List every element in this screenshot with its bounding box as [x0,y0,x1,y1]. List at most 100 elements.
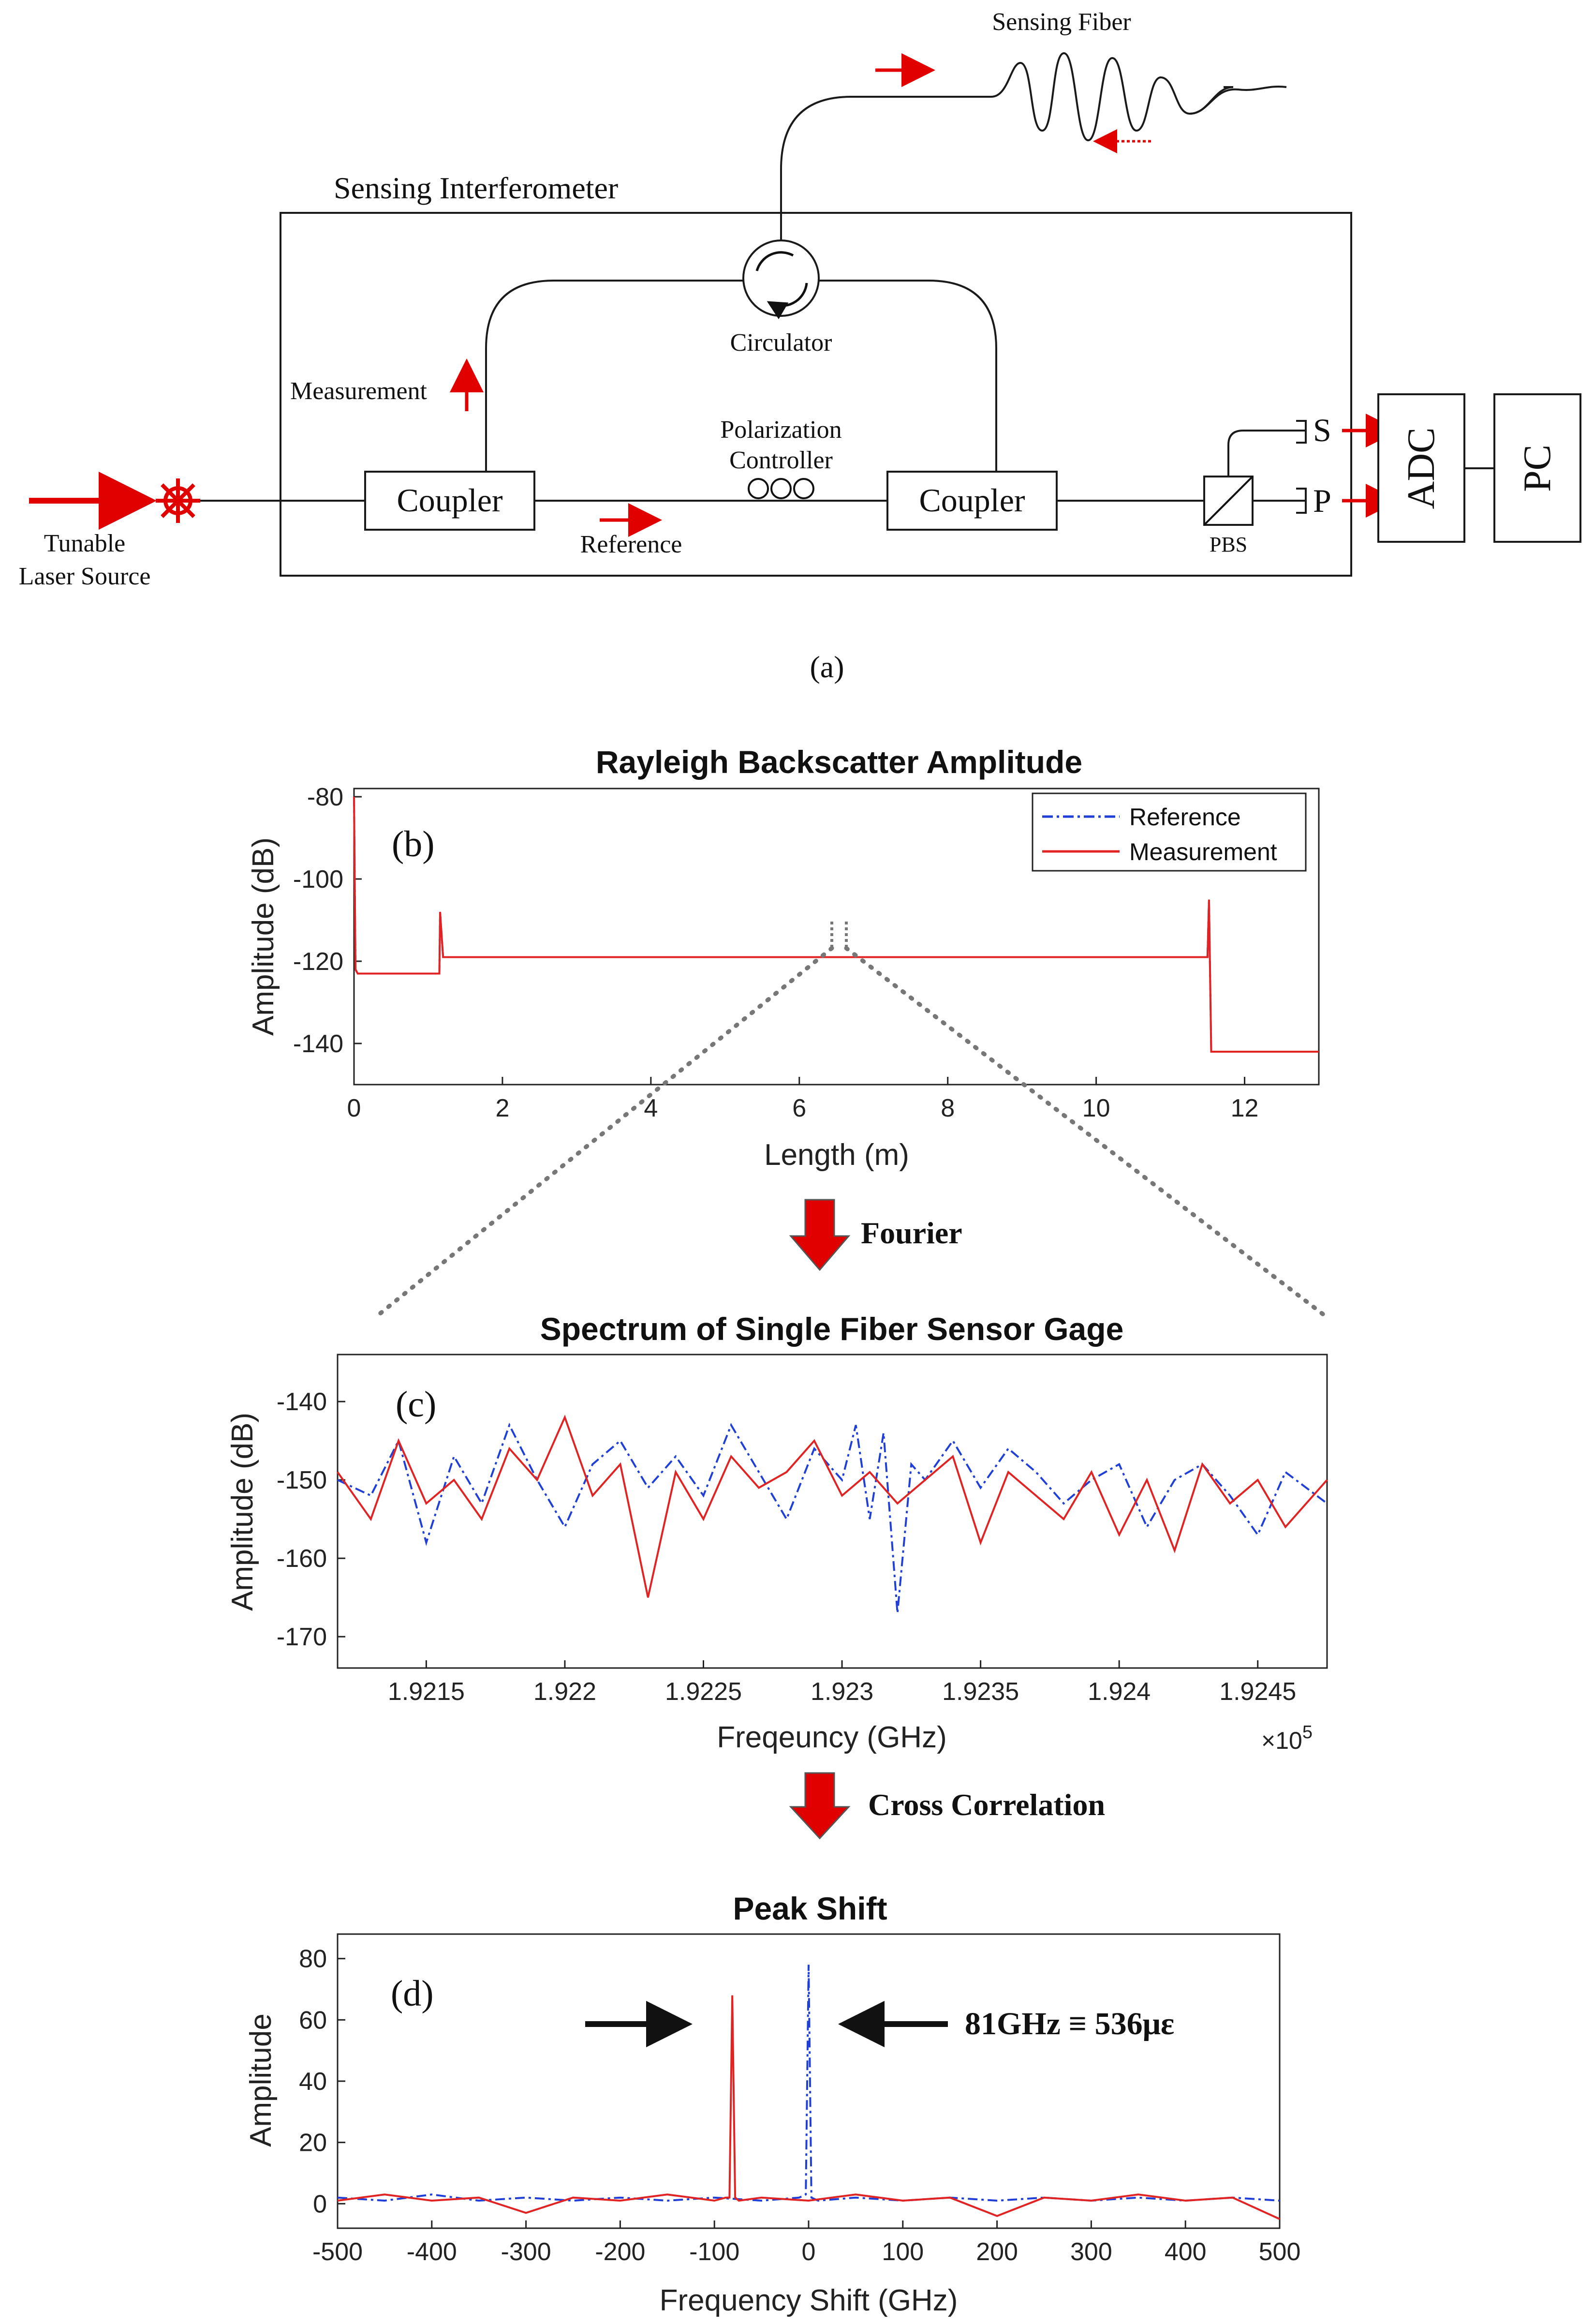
chart-b-xtick-label: 12 [1231,1094,1259,1122]
chart-c-axes [337,1354,1328,1669]
legend-reference-label: Reference [1129,804,1241,831]
sensing-fiber-tail [1189,86,1287,115]
chart-c-xtick-label: 1.9245 [1219,1678,1296,1706]
chart-c-ytick-label: -170 [277,1623,327,1651]
polarization-label-line1: Polarization [720,416,841,444]
chart-c-ytick-label: -160 [277,1545,327,1573]
chart-b-series-solid [353,796,1319,1053]
coupler-right-label: Coupler [919,482,1025,519]
circulator-label: Circulator [730,329,832,357]
s-port-label: S [1313,412,1331,448]
chart-c-xtick-label: 1.9215 [388,1678,465,1706]
pbs-label: PBS [1210,533,1247,556]
coupler-right [886,471,1058,531]
panel-label-a: (a) [810,650,844,684]
chart-d-xtick-label: 200 [976,2238,1018,2266]
chart-d-xtick-label: 0 [802,2238,816,2266]
setup-diagram: Sensing Interferometer Tunable Laser Sou… [19,8,1581,684]
chart-d-title: Peak Shift [733,1891,887,1926]
chart-d-ytick-label: 40 [299,2068,327,2096]
chart-b-legend: Reference Measurement [1032,792,1307,872]
chart-c-series-dashdot [337,1422,1328,1613]
s-bracket [1296,420,1307,444]
chart-b-xtick-label: 2 [495,1094,509,1122]
chart-c: Spectrum of Single Fiber Sensor Gage 1.9… [226,1311,1328,1754]
cross-correlation-step: Cross Correlation [789,1772,1105,1840]
laser-label-line1: Tunable [44,530,126,557]
chart-b-xlabel: Length (m) [764,1138,909,1172]
chart-d-ytick-label: 0 [313,2190,327,2218]
measurement-arm [485,280,750,472]
chart-c-plot [337,1415,1328,1613]
coupler-left-label: Coupler [397,482,502,519]
laser-label-line2: Laser Source [19,563,151,590]
chart-d-ytick-label: 60 [299,2006,327,2034]
chart-d-ytick-label: 20 [299,2129,327,2157]
chart-b-xtick-label: 4 [644,1094,658,1122]
chart-c-xtick-label: 1.922 [533,1678,596,1706]
polarization-controller-icon [748,478,814,499]
chart-d-xtick-label: -400 [407,2238,457,2266]
pbs-diagonal [1203,476,1254,526]
chart-d-xtick-label: 300 [1070,2238,1112,2266]
cross-correlation-label: Cross Correlation [868,1788,1105,1822]
chart-b-xtick-label: 10 [1082,1094,1110,1122]
chart-b-xtick-label: 8 [941,1094,955,1122]
polarization-label-line2: Controller [729,447,833,474]
coupler-left [364,471,535,531]
chart-c-ytick-label: -140 [277,1388,327,1416]
fourier-arrow-icon [789,1199,851,1271]
chart-c-ytick-label: -150 [277,1466,327,1494]
laser-source-icon [156,478,200,523]
chart-c-xlabel: Freqeuncy (GHz) [717,1721,946,1754]
panel-label-b: (b) [392,824,435,864]
panel-label-c: (c) [396,1384,436,1425]
chart-c-series-solid [337,1415,1328,1598]
pbs-s-line [1227,430,1306,477]
chart-b-xtick-label: 0 [347,1094,361,1122]
chart-d-xtick-label: 400 [1165,2238,1207,2266]
chart-b-ytick-label: -100 [293,865,343,894]
cross-correlation-arrow-icon [789,1772,851,1840]
chart-b-xtick-label: 6 [792,1094,806,1122]
chart-c-xtick-label: 1.924 [1088,1678,1151,1706]
pc-label: PC [1516,445,1559,492]
shift-annotation: 81GHz ≡ 536με [965,2006,1174,2041]
chart-c-xtick-label: 1.923 [811,1678,873,1706]
chart-d-xtick-label: -100 [689,2238,739,2266]
p-port-label: P [1313,482,1331,519]
legend-box [1032,792,1307,872]
chart-d-xtick-label: 500 [1259,2238,1301,2266]
chart-b-ytick-label: -140 [293,1030,343,1058]
chart-d-series-solid [337,1995,1280,2220]
chart-d-xlabel: Frequency Shift (GHz) [660,2284,958,2317]
chart-d-xtick-label: -300 [501,2238,551,2266]
legend-measurement-label: Measurement [1129,838,1277,865]
chart-c-xtick-label: 1.9235 [942,1678,1019,1706]
chart-d-ylabel: Amplitude [244,2013,278,2147]
chart-c-ylabel: Amplitude (dB) [226,1413,259,1611]
chart-d-xtick-label: 100 [882,2238,924,2266]
zoom-line-right [844,946,1328,1318]
chart-b-ylabel: Amplitude (dB) [247,837,280,1036]
adc-label: ADC [1400,428,1443,509]
sensing-fiber [780,52,1234,240]
chart-d-axes [337,1933,1281,2229]
chart-b-plot [353,796,1319,1053]
chart-d-ytick-label: 80 [299,1945,327,1973]
chart-b-ytick-label: -80 [307,783,343,811]
zoom-line-left [375,946,834,1318]
circulator-arrows [757,251,808,306]
measurement-label: Measurement [290,377,428,405]
adc-box [1377,393,1465,543]
fourier-label: Fourier [861,1216,962,1250]
panel-label-d: (d) [391,1973,434,2014]
interferometer-label: Sensing Interferometer [334,171,618,205]
reference-label: Reference [580,531,682,558]
